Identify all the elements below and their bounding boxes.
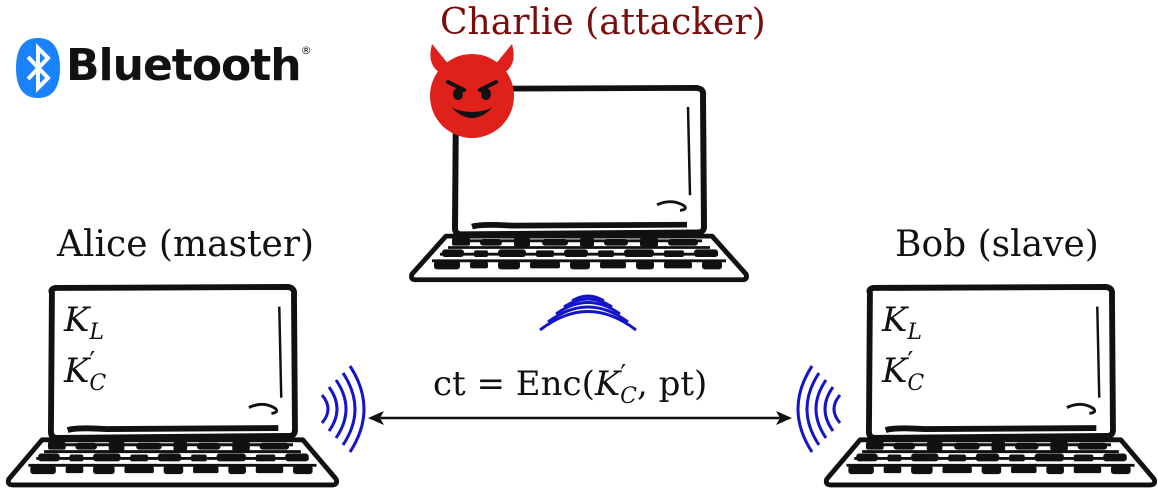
key-subscript: C xyxy=(89,371,107,396)
key-base: K xyxy=(882,351,908,391)
equation-suffix: , pt) xyxy=(637,364,708,404)
master-label: Alice (master) xyxy=(57,224,315,265)
bluetooth-wordmark-text: Bluetooth xyxy=(66,40,302,91)
key-subscript: L xyxy=(907,320,923,345)
devil-face-icon xyxy=(430,44,514,138)
slave-key-long-term: KL xyxy=(882,300,924,345)
attacker-wave-icon xyxy=(539,294,637,332)
key-base: K xyxy=(882,300,908,340)
slave-laptop xyxy=(826,287,1154,485)
key-subscript: C xyxy=(907,371,925,396)
master-laptop xyxy=(8,287,336,485)
slave-key-session: K′C xyxy=(882,347,924,396)
master-key-long-term: KL xyxy=(64,300,106,345)
slave-wave-icon xyxy=(796,365,842,453)
slave-key-list: KL K′C xyxy=(882,300,924,396)
key-prime: ′ xyxy=(89,347,96,377)
key-base: K xyxy=(64,300,90,340)
equation-key-sub: C xyxy=(620,384,637,409)
key-base: K xyxy=(64,351,90,391)
slave-label: Bob (slave) xyxy=(895,224,1099,265)
bluetooth-logo xyxy=(16,38,60,98)
master-key-list: KL K′C xyxy=(64,300,106,396)
master-key-session: K′C xyxy=(64,347,106,396)
key-prime: ′ xyxy=(907,347,914,377)
attacker-label: Charlie (attacker) xyxy=(440,2,766,43)
equation-prefix: ct = Enc( xyxy=(433,364,595,404)
ciphertext-equation: ct = Enc(K′C, pt) xyxy=(433,360,707,409)
master-wave-icon xyxy=(320,365,366,453)
double-arrow-icon xyxy=(368,411,792,425)
registered-mark: ® xyxy=(300,44,312,57)
bluetooth-rune-icon xyxy=(16,38,60,98)
key-subscript: L xyxy=(89,320,105,345)
bluetooth-wordmark: Bluetooth® xyxy=(66,40,312,91)
equation-key-base: K xyxy=(594,364,621,404)
equation-key-prime: ′ xyxy=(620,360,627,390)
